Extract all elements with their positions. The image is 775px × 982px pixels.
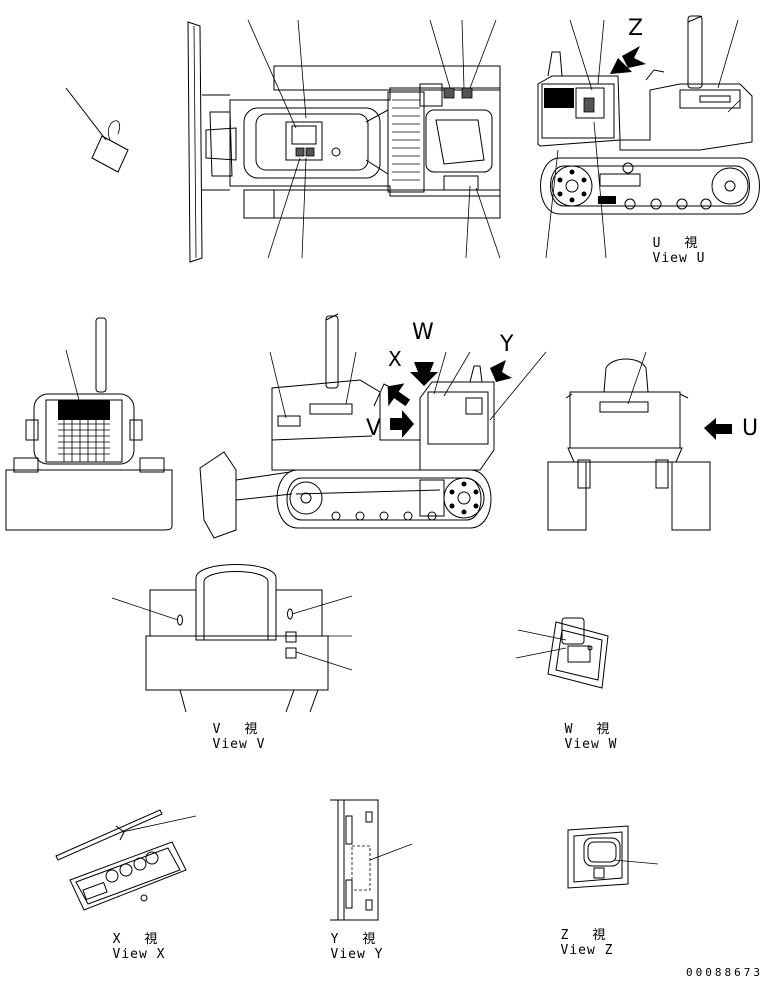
view-w-drawing	[515, 617, 609, 689]
arrow-letter-x: X	[388, 347, 402, 371]
view-z-drawing	[567, 825, 659, 889]
caption-view-y-en: View Y	[330, 947, 384, 962]
arrow-letter-u: U	[742, 416, 759, 441]
caption-view-x: X 視 View X	[104, 932, 174, 962]
caption-view-w-jp: W 視	[564, 722, 618, 737]
side-view-rear	[537, 15, 760, 259]
front-view-machine	[5, 317, 173, 531]
caption-view-u-en: View U	[652, 251, 706, 266]
caption-view-w-en: View W	[564, 737, 618, 752]
arrow-letter-v: V	[366, 416, 382, 441]
caption-view-y: Y 視 View Y	[322, 932, 392, 962]
caption-view-y-jp: Y 視	[330, 932, 384, 947]
rear-view-machine	[547, 351, 732, 531]
side-view-left	[199, 313, 547, 539]
caption-view-z: Z 視 View Z	[552, 928, 622, 958]
caption-view-z-jp: Z 視	[560, 928, 614, 943]
caption-view-u: U 視 View U	[644, 236, 714, 266]
top-view-machine	[187, 19, 501, 263]
arrow-letter-y: Y	[500, 332, 514, 357]
view-y-drawing	[330, 799, 413, 921]
arrow-letter-z: Z	[628, 16, 644, 41]
caption-view-v-jp: V 視	[212, 722, 266, 737]
arrow-letter-w: W	[412, 320, 434, 345]
caption-view-x-en: View X	[112, 947, 166, 962]
view-x-drawing	[55, 809, 197, 911]
caption-view-v: V 視 View V	[204, 722, 274, 752]
caption-view-w: W 視 View W	[556, 722, 626, 752]
caption-view-x-jp: X 視	[112, 932, 166, 947]
document-number: 00088673	[686, 966, 763, 979]
caption-view-u-jp: U 視	[652, 236, 706, 251]
view-v-drawing	[111, 564, 353, 713]
caption-view-z-en: View Z	[560, 943, 614, 958]
caption-view-v-en: View V	[212, 737, 266, 752]
hang-tag-detail	[65, 87, 129, 173]
